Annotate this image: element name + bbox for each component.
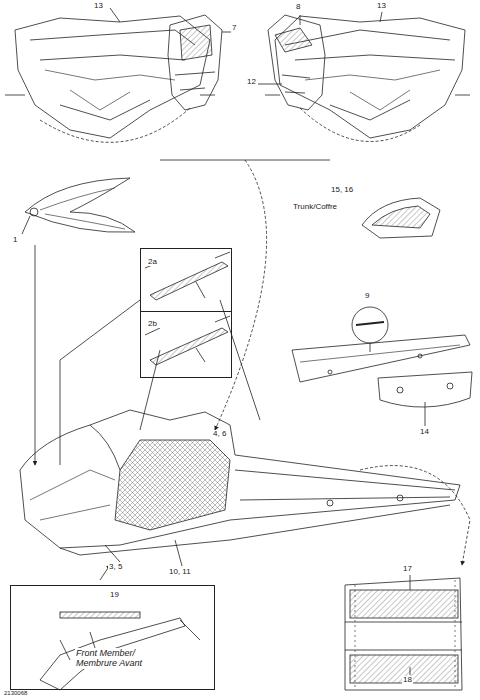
panel-part-7 [168,15,232,110]
callout-number: 13 [93,2,104,11]
detail-inset: 2a 2b [140,248,232,378]
callout-number: 17 [402,565,413,574]
part-name: 2b [147,319,169,328]
callout-number: 2a [147,257,169,266]
callout-number: 13 [376,2,387,11]
callout-number: 4, 6 [212,430,227,439]
callout-number: 2130068 [3,690,28,697]
panel-part-8 [258,15,325,110]
callout-number: 8 [295,3,301,12]
callout-number: 1 [12,236,18,245]
side-panel-left [5,8,215,138]
callout-number: 14 [419,428,430,437]
side-panel-right [265,12,470,138]
inset-divider [141,311,231,312]
detail-box: 19Front Member/ Membrure Avant [10,585,215,690]
callout-number: 12 [246,78,257,87]
callout-number: 10, 11 [168,568,192,577]
callout-number: 18 [402,676,413,685]
nose-panel [22,178,135,465]
body-assembly [20,410,460,566]
callout-number: 7 [231,24,237,33]
callout-number: 3, 5 [108,563,123,572]
tunnel-trim [292,307,472,426]
callout-number: Trunk/Coffre [292,203,338,212]
front-member [40,565,200,690]
trunk [362,198,440,238]
tunnel-top [345,575,462,690]
callout-number: 19 [109,590,141,599]
part-name: Front Member/ Membrure Avant [75,648,157,669]
callout-number: 15, 16 [330,186,354,195]
trim-strips [60,252,230,465]
callout-number: 9 [364,292,370,301]
